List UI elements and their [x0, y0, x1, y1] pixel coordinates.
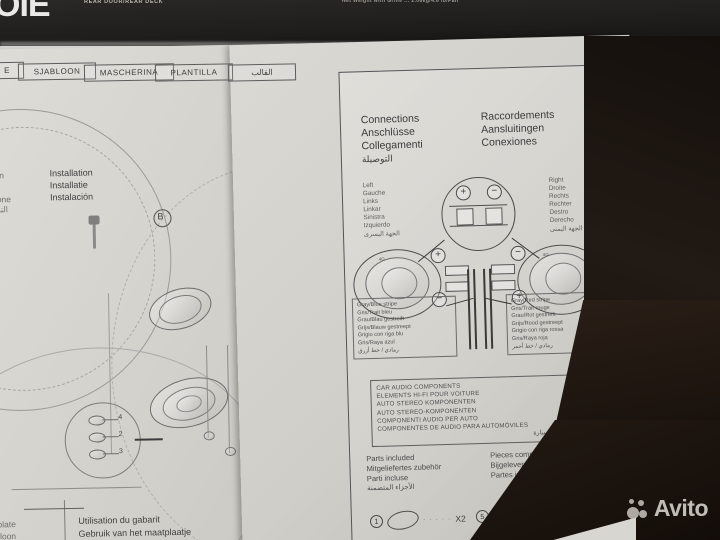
connector-left-lower [445, 281, 470, 292]
left-channel-l7: الجهة اليسرى [363, 230, 400, 239]
left-channel-l6: Izquierdo [363, 221, 391, 230]
parts-left-l4: الأجزاء المتضمنة [366, 483, 415, 493]
part-number-1: 1 [369, 514, 384, 528]
marker-b-label: B [157, 211, 164, 222]
bottom-left-l1: mplate [0, 519, 16, 530]
box-subtitle: REAR DOOR/REAR DECK [84, 0, 164, 5]
install-right-l3: Instalación [49, 191, 94, 203]
wire-label-gray-blue: Gray/Blue stripe Gris/Trait bleu Grau/Bl… [351, 295, 458, 360]
avito-watermark: Avito [626, 495, 709, 522]
brand-logo: OIE [0, 0, 51, 24]
product-box-band: OIE REAR DOOR/REAR DECK Net Weight with … [0, 0, 720, 46]
template-label-plantilla: PLANTILLA [154, 63, 234, 82]
connector-right-lower [491, 280, 516, 291]
install-left-l3: llazione [0, 194, 12, 205]
callout-number-3: 3 [118, 448, 123, 456]
wire-trunk-1 [466, 269, 472, 350]
screw-shaft-icon [92, 222, 97, 249]
callout-number-2: 2 [118, 431, 123, 439]
connector-left-upper [444, 265, 470, 276]
left-speaker-impedance: 4Ω [378, 256, 385, 262]
connections-heading-ar: التوصيلة [361, 153, 393, 165]
connections-heading-es: Conexiones [481, 135, 538, 149]
bottom-left-l2: abloon [0, 531, 17, 540]
install-right-l2: Installatie [49, 179, 88, 191]
bottom-right-l1: Utilisation du gabarit [78, 514, 160, 526]
box-subtitle-secondary: Net Weight with Grille ... 2.08kg/4.6 lb… [342, 0, 460, 4]
screw-head-icon [88, 215, 100, 225]
wire-trunk-3 [482, 268, 488, 349]
avito-wordmark: Avito [653, 495, 709, 521]
install-left-l4: التركيب [0, 205, 8, 215]
avito-dots-icon [626, 498, 649, 519]
right-channel-l7: الجهة اليمنى [549, 225, 583, 234]
grommet-ring-icon [385, 507, 421, 533]
right-speaker-impedance: 4Ω [542, 252, 549, 258]
connector-right-upper [490, 264, 516, 275]
install-left-l1: llation [0, 170, 4, 181]
parts-item-1: 1 · · · · · X2 [369, 507, 466, 533]
head-unit-terminal-right [485, 207, 503, 225]
connections-heading-it: Collegamenti [361, 138, 423, 153]
parts-title-left: Parts included Mitgeliefertes zubehör Pa… [366, 452, 442, 494]
part-qty-1: X2 [455, 513, 466, 524]
install-right-l1: Installation [49, 167, 93, 179]
wire-trunk-2 [472, 269, 478, 350]
right-channel-l6: Derecho [549, 216, 574, 225]
head-unit-circle [440, 175, 517, 253]
parts-dots: · · · · · [422, 515, 452, 524]
head-unit-terminal-left [456, 208, 474, 226]
callout-number-4: 4 [118, 414, 123, 422]
template-label-arabic: القالب [227, 63, 297, 82]
